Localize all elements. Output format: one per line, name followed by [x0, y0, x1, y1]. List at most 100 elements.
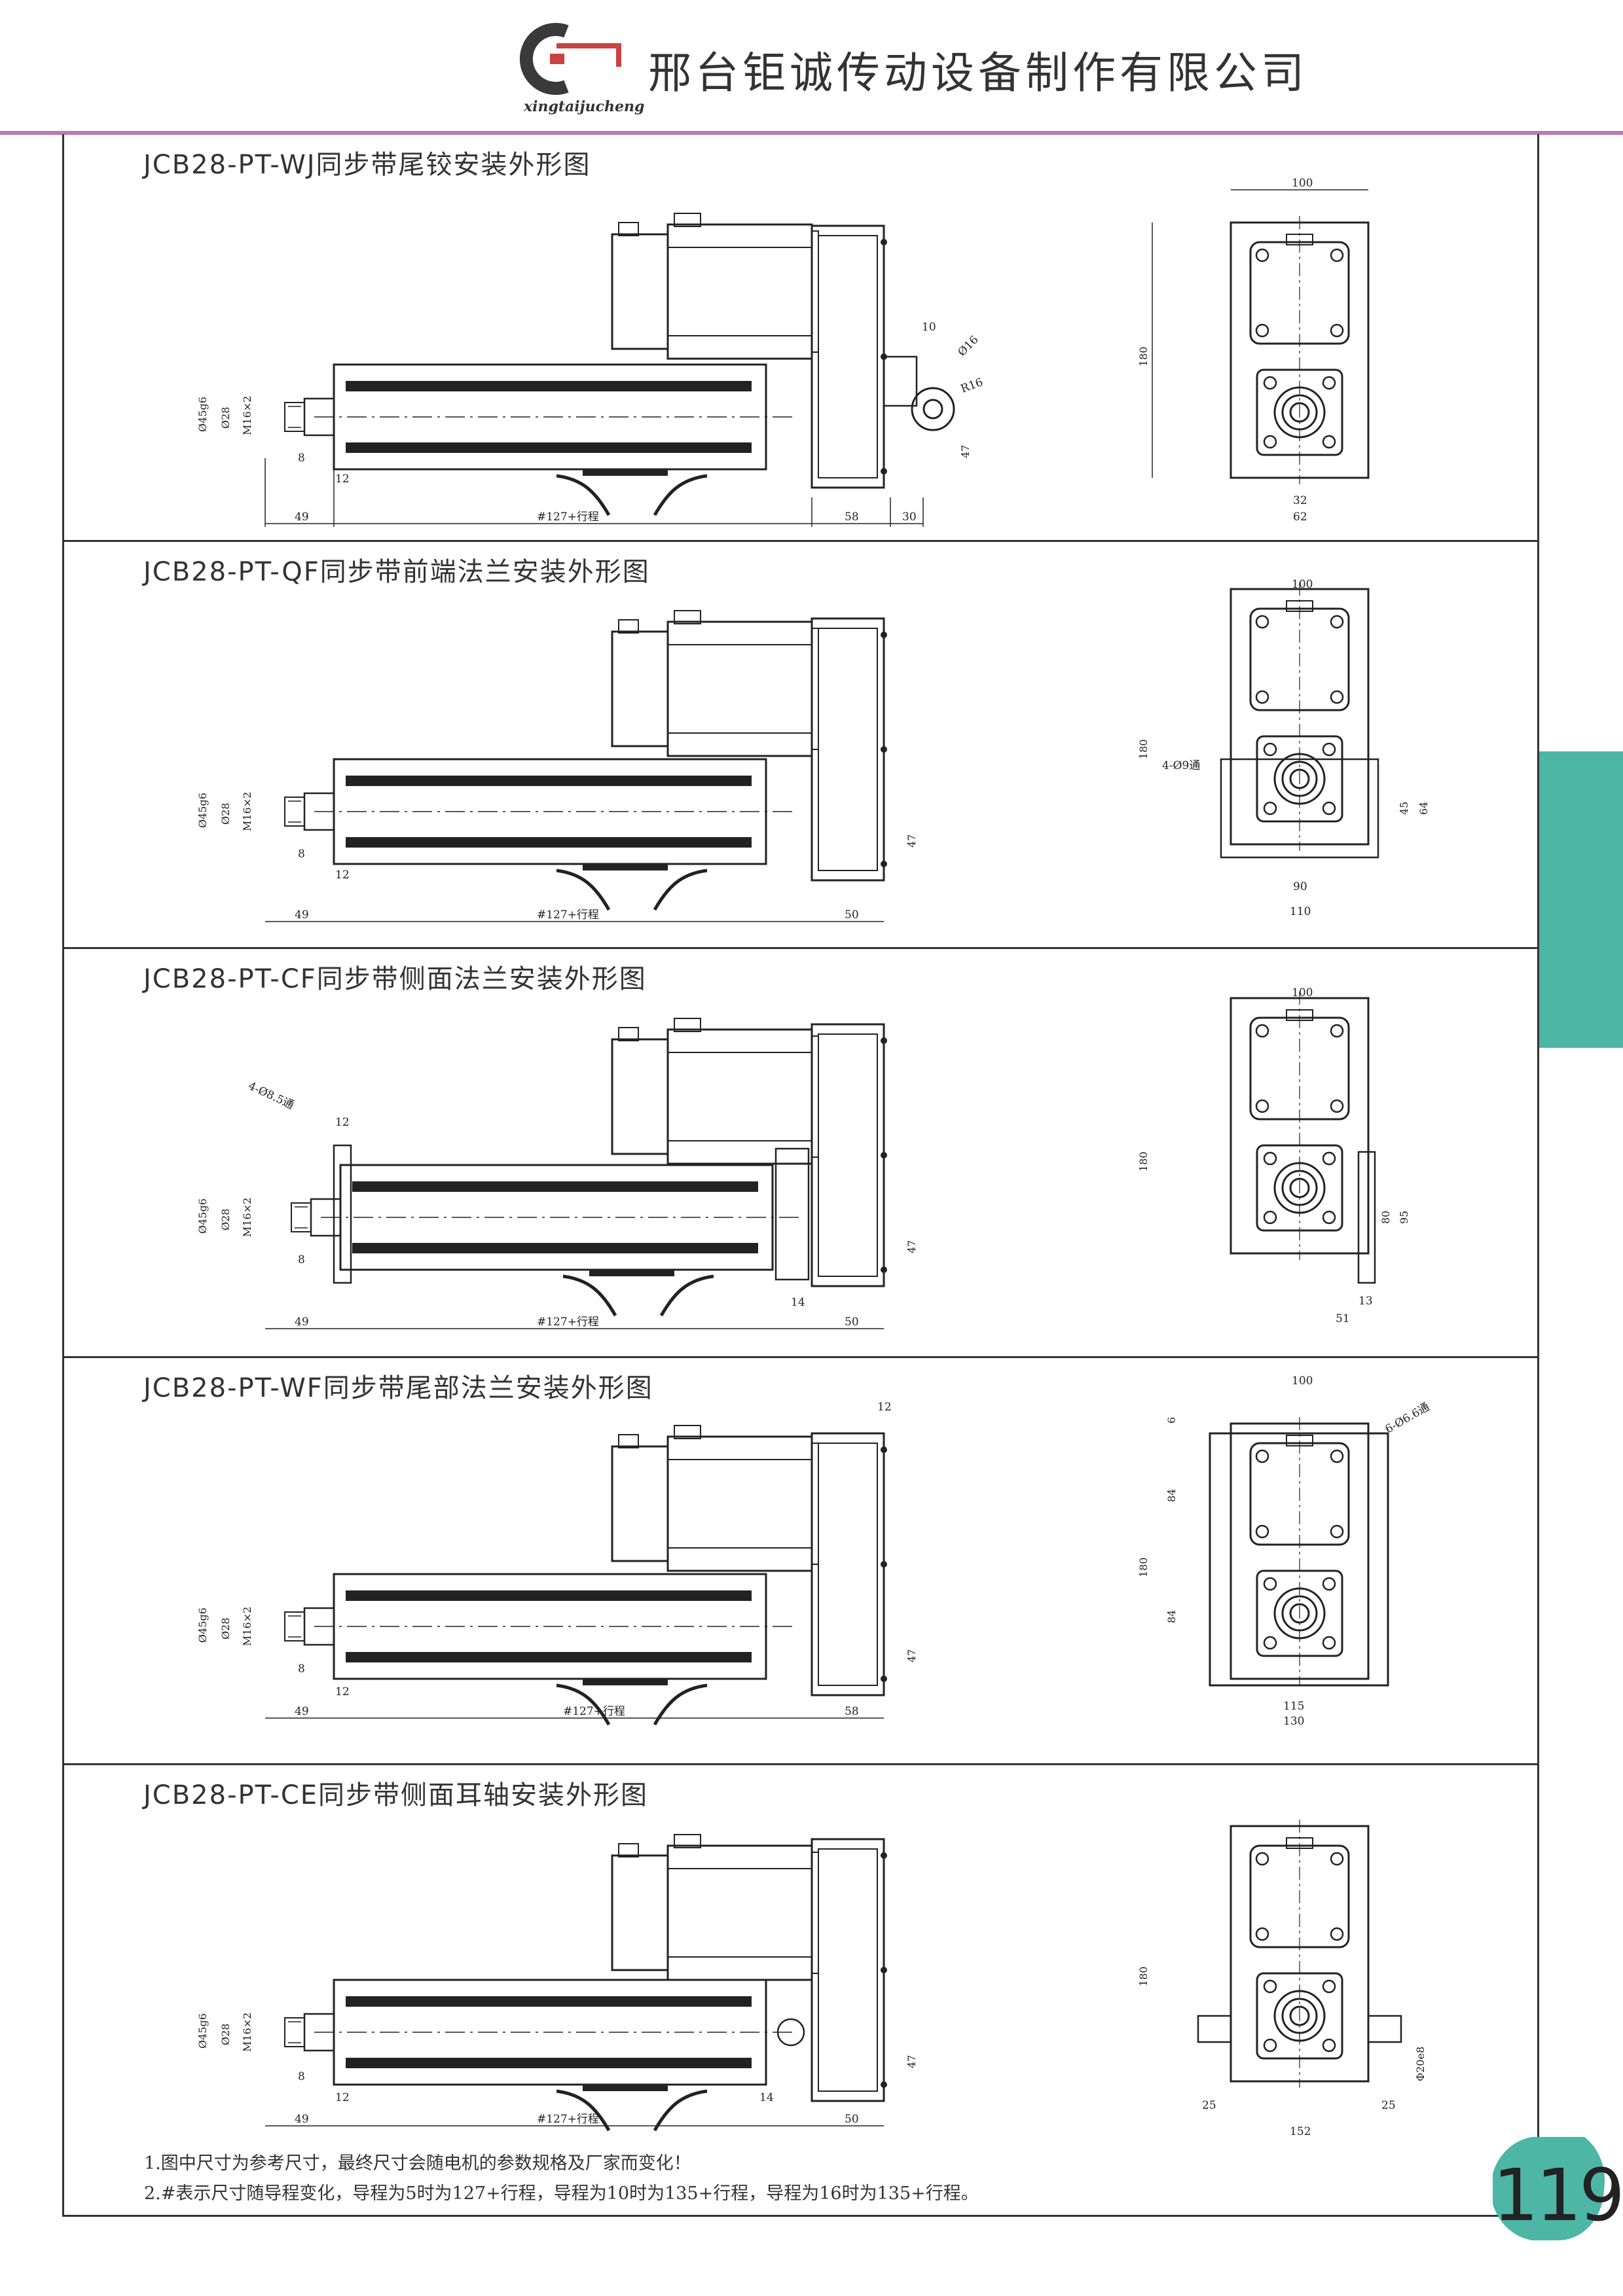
section-wf: JCB28-PT-WF同步带尾部法兰安装外形图 [62, 1358, 1539, 1765]
chapter-tab [1539, 751, 1623, 1048]
dim-4-85: 4-Ø8.5通 [246, 1079, 296, 1112]
dim-stroke: #127+行程 [563, 1705, 625, 1718]
dim-50: 50 [845, 2113, 859, 2126]
dim-80: 80 [1379, 1211, 1392, 1224]
dim-25-right: 25 [1381, 2099, 1396, 2112]
dim-m16: M16×2 [241, 792, 253, 831]
dim-12: 12 [335, 1685, 350, 1698]
section-wj: JCB28-PT-WJ同步带尾铰安装外形图 [62, 134, 1539, 542]
section-title: JCB28-PT-CF同步带侧面法兰安装外形图 [143, 964, 647, 994]
dim-12: 12 [335, 1116, 350, 1129]
dim-90: 90 [1293, 880, 1307, 893]
dim-180: 180 [1137, 739, 1150, 759]
dim-130: 130 [1283, 1715, 1304, 1728]
dim-49: 49 [295, 908, 309, 922]
dim-47: 47 [905, 1649, 918, 1662]
company-name: 邢台钜诚传动设备制作有限公司 [648, 48, 1308, 98]
dim-58: 58 [845, 1705, 859, 1718]
dim-47: 47 [959, 445, 972, 458]
dim-110: 110 [1290, 905, 1311, 918]
dim-100: 100 [1292, 1374, 1313, 1388]
dim-47: 47 [905, 834, 918, 848]
dim-12: 12 [335, 869, 350, 882]
dim-84-bottom: 84 [1165, 1610, 1178, 1623]
dim-m16: M16×2 [241, 1198, 253, 1237]
dim-47: 47 [905, 2055, 918, 2068]
dim-25-left: 25 [1202, 2099, 1216, 2112]
dim-6: 6 [1165, 1417, 1178, 1424]
section-cf: JCB28-PT-CF同步带侧面法兰安装外形图 [62, 949, 1539, 1358]
dim-49: 49 [295, 2113, 309, 2126]
dim-8: 8 [298, 1662, 305, 1676]
end-view-cf: 100 180 80 95 13 51 [1137, 986, 1410, 1325]
dim-14: 14 [759, 2091, 774, 2104]
dim-stroke: #127+行程 [537, 2113, 599, 2126]
dim-d28: Ø28 [219, 1209, 232, 1230]
page-number-badge [1493, 2137, 1605, 2240]
dim-45: 45 [1398, 802, 1410, 815]
side-view-qf: 49 #127+行程 50 8 12 47 Ø45g6 Ø28 M16×2 [196, 609, 918, 922]
dim-95: 95 [1398, 1211, 1410, 1224]
dim-180: 180 [1137, 1966, 1150, 1986]
header-divider [0, 131, 1623, 135]
end-view-ce: 180 Φ20e8 25 25 152 [1137, 1818, 1427, 2138]
dim-d16: Ø16 [955, 333, 981, 359]
dim-12: 12 [335, 2091, 350, 2104]
dim-50: 50 [845, 908, 859, 922]
dim-58: 58 [845, 511, 859, 524]
section-title: JCB28-PT-CE同步带侧面耳轴安装外形图 [143, 1780, 649, 1810]
dim-32: 32 [1293, 494, 1307, 507]
dim-8: 8 [298, 1253, 305, 1266]
notes: 1.图中尺寸为参考尺寸，最终尺寸会随电机的参数规格及厂家而变化！ 2.#表示尺寸… [144, 2149, 979, 2209]
dim-stroke: #127+行程 [537, 1316, 599, 1329]
dim-d20e8: Φ20e8 [1414, 2047, 1427, 2081]
dim-stroke: #127+行程 [537, 908, 599, 922]
dim-8: 8 [298, 2070, 305, 2083]
dim-12: 12 [335, 473, 350, 486]
end-view-wf: 100 6 84 84 180 6-Ø6.6通 115 130 [1137, 1374, 1432, 1728]
dim-d45: Ø45g6 [196, 1198, 209, 1234]
dim-49: 49 [295, 511, 309, 524]
dim-stroke: #127+行程 [537, 511, 599, 524]
side-view-cf: 49 #127+行程 50 14 8 12 47 4-Ø8.5通 Ø45g6 Ø… [196, 1017, 918, 1329]
page-header: xingtaijucheng 邢台钜诚传动设备制作有限公司 [0, 0, 1623, 135]
section-qf: JCB28-PT-QF同步带前端法兰安装外形图 [62, 542, 1539, 949]
company-logo [519, 23, 621, 95]
dim-m16: M16×2 [241, 396, 253, 435]
dim-100: 100 [1292, 578, 1313, 591]
dim-6-66: 6-Ø6.6通 [1383, 1401, 1432, 1437]
dim-14: 14 [791, 1296, 805, 1309]
dim-d28: Ø28 [219, 803, 232, 825]
dim-47: 47 [905, 1240, 918, 1253]
dim-152: 152 [1290, 2125, 1311, 2138]
side-view-ce: 49 #127+行程 50 14 8 12 47 Ø45g6 Ø28 M16×2 [196, 1833, 918, 2130]
dim-d28: Ø28 [219, 1618, 232, 1640]
dim-51: 51 [1336, 1312, 1350, 1325]
dim-115: 115 [1283, 1700, 1304, 1713]
dim-d45: Ø45g6 [196, 793, 209, 828]
dim-8: 8 [298, 848, 305, 861]
dim-50: 50 [845, 1316, 859, 1329]
dim-d45: Ø45g6 [196, 1607, 209, 1643]
dim-r16: R16 [959, 376, 985, 396]
note-2: 2.#表示尺寸随导程变化，导程为5时为127+行程，导程为10时为135+行程，… [144, 2183, 979, 2204]
dim-d45: Ø45g6 [196, 397, 209, 432]
dim-10: 10 [922, 321, 936, 334]
dim-d45: Ø45g6 [196, 2013, 209, 2049]
dim-d28: Ø28 [219, 407, 232, 429]
note-1: 1.图中尺寸为参考尺寸，最终尺寸会随电机的参数规格及厂家而变化！ [144, 2153, 691, 2174]
section-title: JCB28-PT-WF同步带尾部法兰安装外形图 [143, 1373, 653, 1403]
dim-30: 30 [902, 511, 917, 524]
end-view-qf: 100 180 4-Ø9通 45 64 90 110 [1137, 578, 1430, 918]
dim-180: 180 [1137, 346, 1150, 367]
dim-64: 64 [1417, 802, 1430, 815]
dim-13: 13 [1359, 1295, 1373, 1308]
dim-m16: M16×2 [241, 1607, 253, 1646]
dim-100: 100 [1292, 177, 1313, 190]
dim-62: 62 [1293, 511, 1307, 524]
dim-100: 100 [1292, 986, 1313, 999]
section-ce: JCB28-PT-CE同步带侧面耳轴安装外形图 [62, 1765, 1539, 2132]
page-number: 119 [1493, 2153, 1623, 2237]
dim-49: 49 [295, 1316, 309, 1329]
